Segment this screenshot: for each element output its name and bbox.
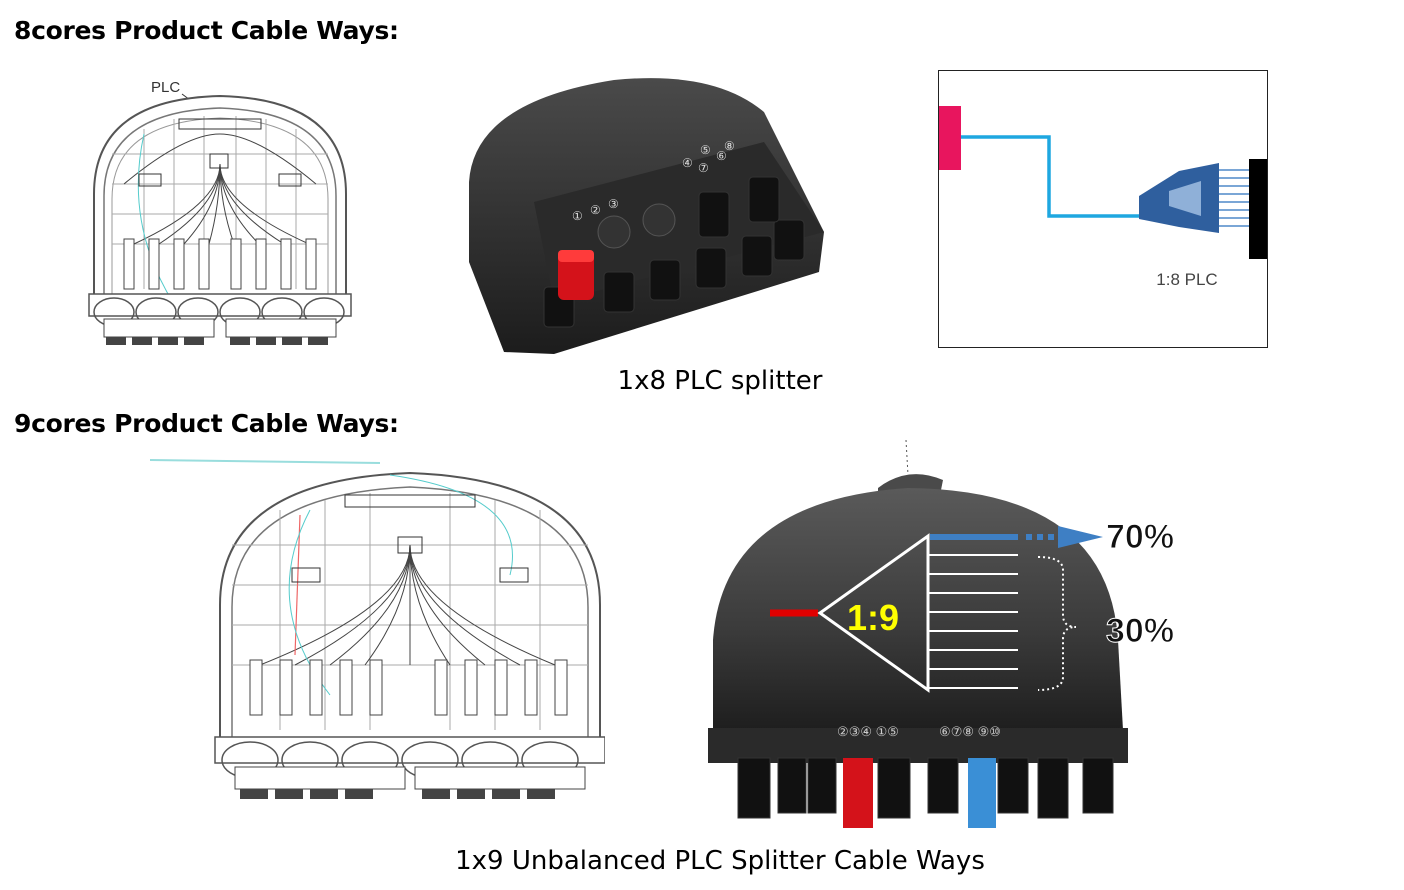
red-output-port xyxy=(843,758,873,828)
port-group-b: ⑥⑦⑧ ⑨⑩ xyxy=(939,724,1001,739)
percent-30-label: 30% xyxy=(1106,612,1174,650)
plc-ratio-label: 1:8 PLC xyxy=(1156,270,1217,289)
enclosure-9-photo: ②③④ ①⑤ ⑥⑦⑧ ⑨⑩ 1:9 70% 30% xyxy=(708,440,1198,835)
output-arrow xyxy=(1058,526,1103,548)
port-number-left-2: ② xyxy=(590,203,601,217)
port-number-right-5: ⑧ xyxy=(724,139,735,153)
enclosure-9-drawing xyxy=(150,455,605,820)
plc-drawing-label: PLC xyxy=(151,79,180,96)
percent-70-label: 70% xyxy=(1106,518,1174,556)
port-number-right-1: ④ xyxy=(682,156,693,170)
input-port-marker xyxy=(939,106,961,170)
section-9-heading: 9cores Product Cable Ways: xyxy=(14,409,399,438)
caption-9: 1x9 Unbalanced PLC Splitter Cable Ways xyxy=(455,846,985,876)
port-number-left-1: ① xyxy=(572,209,583,223)
enclosure-8-drawing: PLC xyxy=(84,74,356,354)
port-number-right-2: ⑤ xyxy=(700,143,711,157)
section-8-heading: 8cores Product Cable Ways: xyxy=(14,16,399,45)
output-bar xyxy=(1249,159,1267,259)
enclosure-8-photo: ① ② ③ ④ ⑤ ⑥ ⑦ ⑧ xyxy=(464,72,828,354)
caption-8: 1x8 PLC splitter xyxy=(617,366,823,396)
port-number-right-3: ⑥ xyxy=(716,149,727,163)
port-number-left-3: ③ xyxy=(608,197,619,211)
blue-output-port xyxy=(968,758,996,828)
port-number-right-4: ⑦ xyxy=(698,161,709,175)
split-ratio-label: 1:9 xyxy=(847,597,899,638)
port-group-a: ②③④ ①⑤ xyxy=(837,724,899,739)
plc-schematic-8: 1:8 PLC xyxy=(938,70,1268,348)
